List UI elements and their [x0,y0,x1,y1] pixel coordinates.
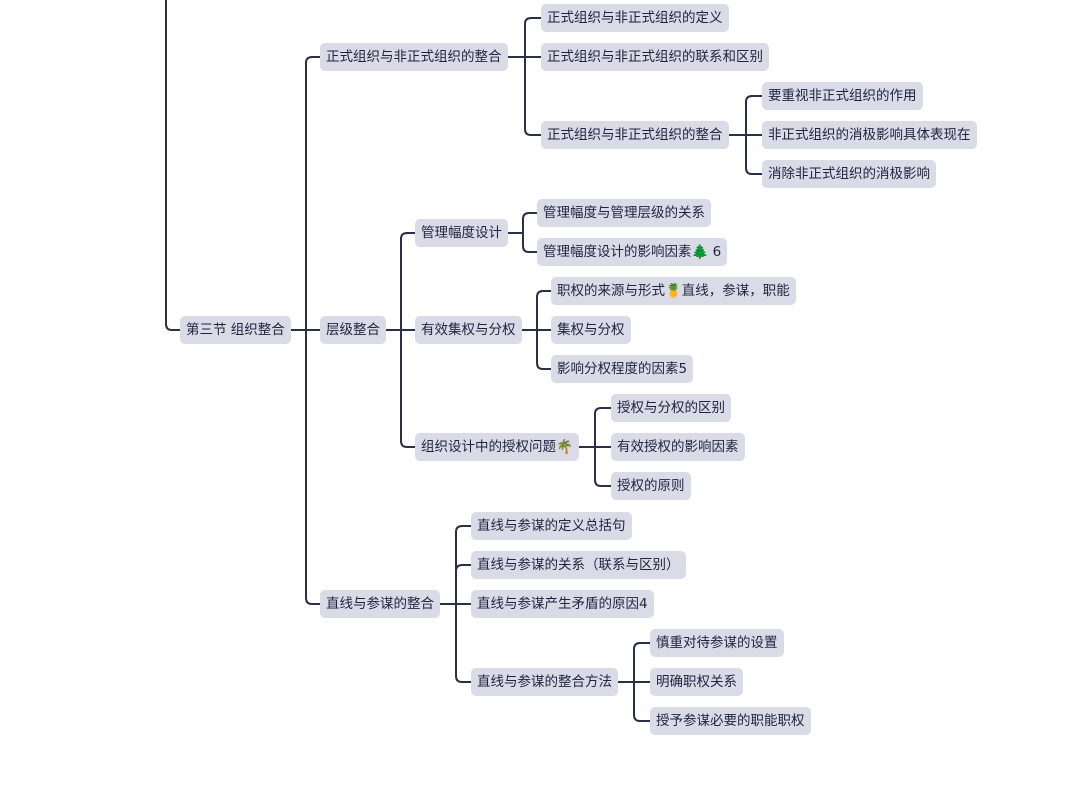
node-label: 第三节 组织整合 [186,322,285,338]
node-label: 授予参谋必要的职能职权 [656,713,805,729]
node-formal-informal-relation[interactable]: 正式组织与非正式组织的联系和区别 [541,43,769,71]
node-label: 有效集权与分权 [421,322,516,338]
connector-branch [455,603,472,683]
node-label: 非正式组织的消极影响具体表现在 [768,127,971,143]
node-label: 明确职权关系 [656,674,737,690]
connector-branch [522,232,538,253]
node-delegation-principles[interactable]: 授权的原则 [611,472,691,500]
node-label: 慎重对待参谋的设置 [656,635,778,651]
connector-branch [455,525,472,605]
node-clarify-authority[interactable]: 明确职权关系 [650,668,743,696]
node-label: 管理幅度设计的影响因素🌲 6 [543,244,722,260]
connector-branch [400,329,416,448]
root-connector [165,0,181,331]
node-label: 正式组织与非正式组织的联系和区别 [547,49,763,65]
node-label: 管理幅度与管理层级的关系 [543,205,705,221]
node-effective-centralization[interactable]: 有效集权与分权 [415,316,522,344]
node-span-levels-relation[interactable]: 管理幅度与管理层级的关系 [537,199,711,227]
node-label: 直线与参谋的整合 [326,596,434,612]
node-informal-negative-effects[interactable]: 非正式组织的消极影响具体表现在 [762,121,977,149]
node-label: 层级整合 [326,322,380,338]
node-label: 直线与参谋的关系（联系与区别） [477,557,680,573]
node-span-of-control-design[interactable]: 管理幅度设计 [415,219,508,247]
node-label: 正式组织与非正式组织的整合 [547,127,723,143]
node-value-informal-role[interactable]: 要重视非正式组织的作用 [762,82,923,110]
node-label: 集权与分权 [557,322,625,338]
node-formal-informal-definition[interactable]: 正式组织与非正式组织的定义 [541,4,729,32]
node-line-staff-definition[interactable]: 直线与参谋的定义总括句 [471,512,632,540]
connector-branch [524,17,542,58]
connector-branch [455,564,472,605]
node-hierarchy-integration[interactable]: 层级整合 [320,316,386,344]
node-decentralization-factors[interactable]: 影响分权程度的因素5 [551,355,694,383]
connector-branch [745,95,763,136]
node-label: 组织设计中的授权问题🌴 [421,439,573,455]
node-line-staff-integration-methods[interactable]: 直线与参谋的整合方法 [471,668,618,696]
node-organization-integration[interactable]: 第三节 组织整合 [180,316,291,344]
node-formal-informal-integration[interactable]: 正式组织与非正式组织的整合 [320,43,508,71]
connector-branch [633,642,651,683]
node-centralization-decentralization[interactable]: 集权与分权 [551,316,631,344]
node-delegation-vs-decentralization[interactable]: 授权与分权的区别 [611,394,731,422]
connector-branch [400,232,416,331]
node-grant-functional-authority[interactable]: 授予参谋必要的职能职权 [650,707,811,735]
node-label: 直线与参谋的定义总括句 [477,518,626,534]
connector-branch [594,446,612,487]
node-label: 授权的原则 [617,478,685,494]
node-label: 授权与分权的区别 [617,400,725,416]
node-line-staff-conflict-causes[interactable]: 直线与参谋产生矛盾的原因4 [471,590,654,618]
node-label: 正式组织与非正式组织的整合 [326,49,502,65]
node-label: 管理幅度设计 [421,225,502,241]
node-label: 影响分权程度的因素5 [557,361,688,377]
connector-branch [594,407,612,448]
connector-branch [305,329,321,605]
node-label: 正式组织与非正式组织的定义 [547,10,723,26]
node-careful-staff-setup[interactable]: 慎重对待参谋的设置 [650,629,784,657]
connector-branch [633,681,651,722]
connector-branch [305,56,321,331]
node-formal-informal-integration-sub[interactable]: 正式组织与非正式组织的整合 [541,121,729,149]
node-label: 直线与参谋的整合方法 [477,674,612,690]
connector-branch [536,290,552,331]
node-label: 消除非正式组织的消极影响 [768,166,930,182]
node-line-staff-integration[interactable]: 直线与参谋的整合 [320,590,440,618]
node-label: 职权的来源与形式🍍直线，参谋，职能 [557,283,790,299]
node-authority-source-forms[interactable]: 职权的来源与形式🍍直线，参谋，职能 [551,277,796,305]
node-label: 有效授权的影响因素 [617,439,739,455]
connector-branch [524,56,542,136]
node-eliminate-negative-effects[interactable]: 消除非正式组织的消极影响 [762,160,936,188]
connector-branch [745,134,763,175]
node-line-staff-relation[interactable]: 直线与参谋的关系（联系与区别） [471,551,686,579]
node-label: 要重视非正式组织的作用 [768,88,917,104]
node-span-design-factors[interactable]: 管理幅度设计的影响因素🌲 6 [537,238,728,266]
node-delegation-issues[interactable]: 组织设计中的授权问题🌴 [415,433,579,461]
connector-branch [522,212,538,234]
connector-branch [536,329,552,370]
node-effective-delegation-factors[interactable]: 有效授权的影响因素 [611,433,745,461]
node-label: 直线与参谋产生矛盾的原因4 [477,596,648,612]
